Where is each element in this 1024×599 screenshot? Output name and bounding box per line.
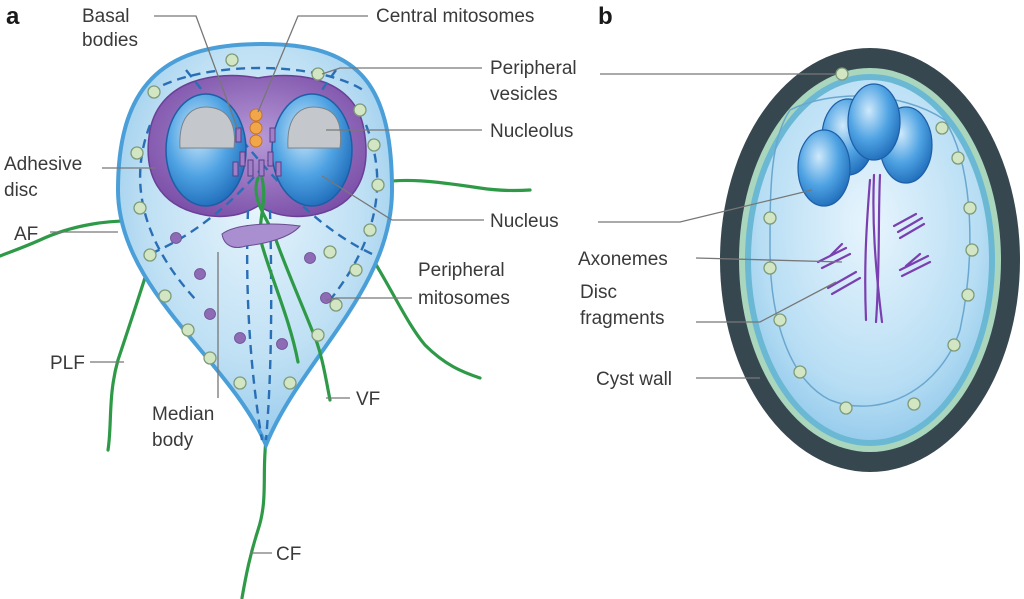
label-peripheral-mitosomes-1: Peripheral (418, 260, 505, 281)
axoneme-right (264, 209, 273, 441)
anterior-flagellum-left (0, 219, 152, 258)
label-nucleus: Nucleus (490, 211, 559, 232)
posterolateral-flagellum-right (370, 256, 482, 380)
central-mitosomes (249, 108, 263, 148)
cyst-axonemes (864, 173, 884, 324)
labels-b: b Axonemes Disc fragments Cyst wall (578, 3, 672, 390)
label-plf: PLF (50, 353, 85, 374)
label-nucleolus: Nucleolus (490, 121, 573, 142)
cyst (720, 48, 1020, 472)
label-cf: CF (276, 544, 301, 565)
caudal-flagellum (240, 438, 268, 599)
microtubule-left (138, 124, 197, 301)
label-peripheral-vesicles-1: Peripheral (490, 58, 577, 79)
label-central-mitosomes: Central mitosomes (376, 6, 534, 27)
label-cyst-wall: Cyst wall (596, 369, 672, 390)
label-af: AF (14, 224, 38, 245)
microtubule-right (329, 124, 379, 301)
anterior-flagellum-right (366, 178, 532, 193)
posterolateral-flagellum-left (106, 260, 152, 452)
peripheral-mitosomes (170, 232, 332, 350)
label-median-body-2: body (152, 430, 194, 451)
label-axonemes: Axonemes (578, 249, 668, 270)
label-adhesive-disc-1: Adhesive (4, 154, 82, 175)
cyst-disc-fragments (816, 212, 932, 296)
cyst-vesicles (763, 67, 979, 415)
label-peripheral-vesicles-2: vesicles (490, 84, 558, 105)
panel-label-a: a (6, 3, 20, 30)
basal-bodies (232, 127, 282, 177)
nucleolus-left (179, 106, 235, 149)
label-peripheral-mitosomes-2: mitosomes (418, 288, 510, 309)
cyst-inner-outline (769, 95, 971, 407)
nucleolus-right (287, 106, 342, 149)
leader-lines-a (50, 15, 484, 554)
trophozoite (0, 41, 532, 599)
ventral-flagellum-2 (258, 176, 300, 364)
leader-lines-b (598, 73, 843, 379)
label-disc-fragments-1: Disc (580, 282, 617, 303)
cyst-nucleus-4 (797, 129, 851, 207)
peripheral-vesicles (130, 53, 385, 390)
label-vf: VF (356, 389, 380, 410)
label-basal-bodies-2: bodies (82, 30, 138, 51)
median-body (221, 223, 301, 248)
label-adhesive-disc-2: disc (4, 180, 38, 201)
label-median-body-1: Median (152, 404, 214, 425)
cyst-nucleus-1 (847, 83, 901, 161)
panel-label-b: b (598, 3, 613, 30)
label-basal-bodies-1: Basal (82, 6, 130, 27)
axoneme-left (245, 209, 264, 441)
labels-a: a Basal bodies Central mitosomes Periphe… (4, 3, 577, 565)
label-disc-fragments-2: fragments (580, 308, 664, 329)
microtubule-arc-top (149, 66, 367, 94)
